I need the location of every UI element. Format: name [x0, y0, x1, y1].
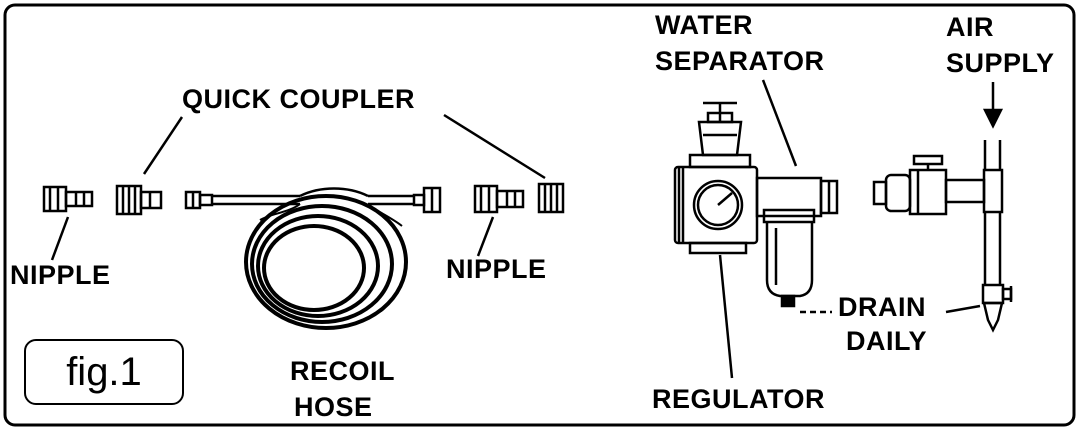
label-separator: SEPARATOR — [655, 46, 825, 76]
nipple-left-part — [42, 185, 94, 213]
quick-coupler-left-part — [115, 184, 163, 216]
label-nipple-right: NIPPLE — [446, 254, 547, 284]
label-daily: DAILY — [846, 326, 928, 356]
leader-nipple-left — [50, 216, 70, 261]
outer-frame — [3, 3, 1076, 427]
air-supply-part — [872, 140, 1013, 333]
label-hose: HOSE — [294, 392, 373, 422]
figure-label: fig.1 — [66, 349, 142, 394]
leader-nipple-right — [476, 216, 495, 257]
leader-drain-right — [945, 304, 981, 314]
label-recoil: RECOIL — [290, 356, 396, 386]
water-separator-part — [755, 176, 839, 308]
nipple-right-part — [473, 184, 525, 214]
label-air: AIR — [946, 12, 994, 42]
recoil-hose-part — [184, 186, 442, 330]
regulator-part — [673, 101, 759, 255]
figure-label-box: fig.1 — [24, 339, 184, 405]
air-supply-arrow-head — [982, 108, 1004, 129]
leader-water-separator — [761, 79, 798, 167]
label-water: WATER — [655, 10, 753, 40]
label-quick-coupler: QUICK COUPLER — [182, 84, 416, 114]
leader-quick-coupler-left — [142, 116, 184, 175]
label-nipple-left: NIPPLE — [10, 260, 111, 290]
leader-regulator — [718, 254, 734, 379]
quick-coupler-right-part — [537, 182, 565, 214]
label-supply: SUPPLY — [946, 48, 1055, 78]
leader-quick-coupler-right — [443, 113, 546, 180]
label-drain: DRAIN — [838, 292, 926, 322]
label-regulator: REGULATOR — [652, 384, 825, 414]
